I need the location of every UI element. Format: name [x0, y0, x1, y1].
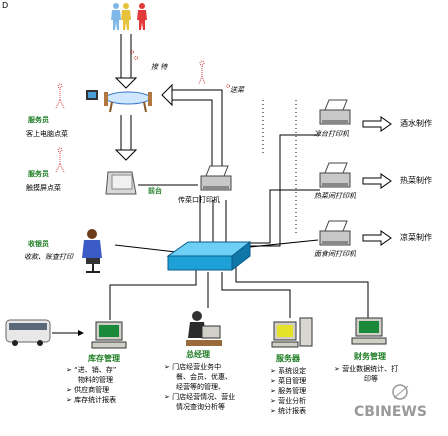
list-item: ➢ 菜目管理: [270, 377, 307, 385]
list-item: ➢ 库存统计报表: [66, 396, 117, 404]
list-item: ➢ “进、销、存”: [66, 366, 117, 374]
label-snack-printer: 面食间打印机: [314, 250, 356, 258]
finance-computer-icon: [351, 317, 387, 345]
corner-mark: D: [2, 1, 9, 10]
list-item: ➢ 营业分析: [270, 397, 307, 405]
label-cashier: 收银员: [28, 240, 49, 248]
dept-title-stock: 库存管理: [88, 354, 120, 363]
dept-title-manager: 总经理: [186, 350, 210, 359]
label-call: 接 待: [151, 63, 168, 71]
dept-title-server: 服务器: [276, 354, 300, 363]
label-order: 送菜: [230, 86, 244, 94]
dept-server-list: ➢ 系统设定 ➢ 菜目管理 ➢ 服务管理 ➢ 营业分析 ➢ 统计报表: [270, 366, 306, 416]
label-cashier-printer: 传菜口打印机: [178, 196, 220, 204]
label-cashier-desc: 收款、账查打印: [24, 253, 73, 261]
list-item: 印等: [364, 375, 378, 383]
manager-icon: [186, 311, 222, 346]
label-hot-printer: 热菜间打印机: [314, 192, 356, 200]
label-service-staff-1: 服务员: [28, 116, 49, 124]
label-cold-printer: 凉台打印机: [314, 130, 349, 138]
dept-finance-list: ➢ 营业数据统计、打 印等: [334, 364, 398, 384]
watermark-text: CBINEWS: [354, 404, 427, 420]
server-icon: [271, 317, 313, 348]
list-item: ➢ 供应商管理: [66, 386, 110, 394]
list-item: ➢ 服务管理: [270, 387, 307, 395]
list-item: ➢ 门店经营业务中: [164, 363, 222, 371]
output-2: 凉菜制作: [400, 233, 432, 242]
output-1: 热菜制作: [400, 176, 432, 185]
list-item: 经营等的管理、: [176, 383, 225, 391]
dept-stock-list: ➢ “进、销、存” 物料的管理 ➢ 供应商管理 ➢ 库存统计报表: [66, 365, 116, 405]
list-item: ➢ 统计报表: [270, 407, 307, 415]
output-0: 酒水制作: [400, 119, 432, 128]
list-item: ➢ 门店经营情况、营业: [164, 393, 236, 401]
printer-icon: [200, 165, 232, 191]
label-service-staff-1-desc: 客上电脑点菜: [26, 130, 68, 138]
label-front-desk: 前台: [148, 187, 162, 195]
list-item: ➢ 营业数据统计、打: [334, 365, 399, 373]
list-item: 餐、会员、优惠、: [176, 373, 232, 381]
dept-title-finance: 财务管理: [354, 352, 386, 361]
list-item: 物料的管理: [78, 376, 113, 384]
label-service-staff-2-desc: 触摸屏点菜: [26, 184, 61, 192]
dept-manager-list: ➢ 门店经营业务中 餐、会员、优惠、 经营等的管理、 ➢ 门店经营情况、营业 情…: [164, 362, 235, 412]
computer-icon: [91, 321, 127, 349]
label-service-staff-2: 服务员: [28, 170, 49, 178]
list-item: ➢ 系统设定: [270, 367, 307, 375]
list-item: 情况查询分析等: [176, 403, 225, 411]
